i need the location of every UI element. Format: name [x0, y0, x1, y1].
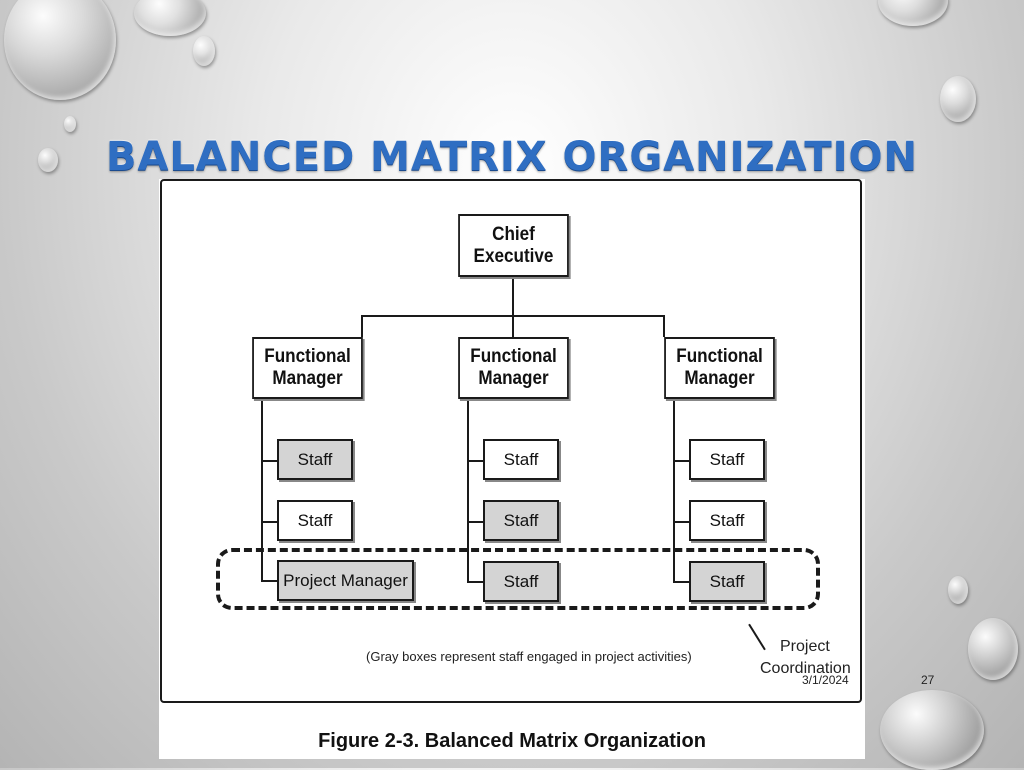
slide-title: Balanced Matrix Organization: [105, 134, 919, 180]
functional-manager-box: Functional Manager: [252, 337, 363, 399]
branch: [673, 460, 689, 462]
connector-chief-down: [512, 276, 514, 316]
project-coordination-label: Project Coordination: [760, 636, 851, 680]
staff-box: Staff: [689, 439, 765, 480]
project-coordination-line1: Project: [780, 638, 830, 655]
functional-manager-box: Functional Manager: [458, 337, 569, 399]
branch: [673, 581, 689, 583]
legend-note: (Gray boxes represent staff engaged in p…: [366, 649, 692, 664]
staff-box: Staff: [689, 500, 765, 541]
branch: [261, 521, 277, 523]
connector-to-right: [663, 315, 665, 337]
stem-center: [467, 398, 469, 582]
staff-box: Staff: [689, 561, 765, 602]
water-drop-decoration: [38, 148, 58, 172]
branch: [467, 581, 483, 583]
connector-to-center: [512, 315, 514, 337]
project-coordination-outline: [216, 548, 820, 610]
water-drop-decoration: [880, 690, 984, 770]
staff-box: Staff: [483, 439, 559, 480]
water-drop-decoration: [193, 36, 215, 66]
project-manager-box: Project Manager: [277, 560, 414, 601]
staff-box: Staff: [483, 561, 559, 602]
branch: [261, 580, 277, 582]
water-drop-decoration: [948, 576, 968, 604]
branch: [673, 521, 689, 523]
water-drop-decoration: [878, 0, 948, 26]
water-drop-decoration: [968, 618, 1018, 680]
connector-to-left: [361, 315, 363, 337]
water-drop-decoration: [4, 0, 116, 100]
slide-date: 3/1/2024: [802, 673, 849, 687]
branch: [467, 521, 483, 523]
staff-box: Staff: [277, 439, 353, 480]
branch: [467, 460, 483, 462]
slide-page-number: 27: [921, 673, 935, 687]
functional-manager-box: Functional Manager: [664, 337, 775, 399]
stem-left: [261, 398, 263, 581]
water-drop-decoration: [64, 116, 76, 132]
branch: [261, 460, 277, 462]
water-drop-decoration: [134, 0, 206, 36]
figure-caption: Figure 2-3. Balanced Matrix Organization: [318, 730, 706, 752]
staff-box: Staff: [277, 500, 353, 541]
chief-executive-box: Chief Executive: [458, 214, 569, 277]
water-drop-decoration: [940, 76, 976, 122]
staff-box: Staff: [483, 500, 559, 541]
project-coordination-line2: Coordination: [760, 660, 851, 677]
stem-right: [673, 398, 675, 582]
